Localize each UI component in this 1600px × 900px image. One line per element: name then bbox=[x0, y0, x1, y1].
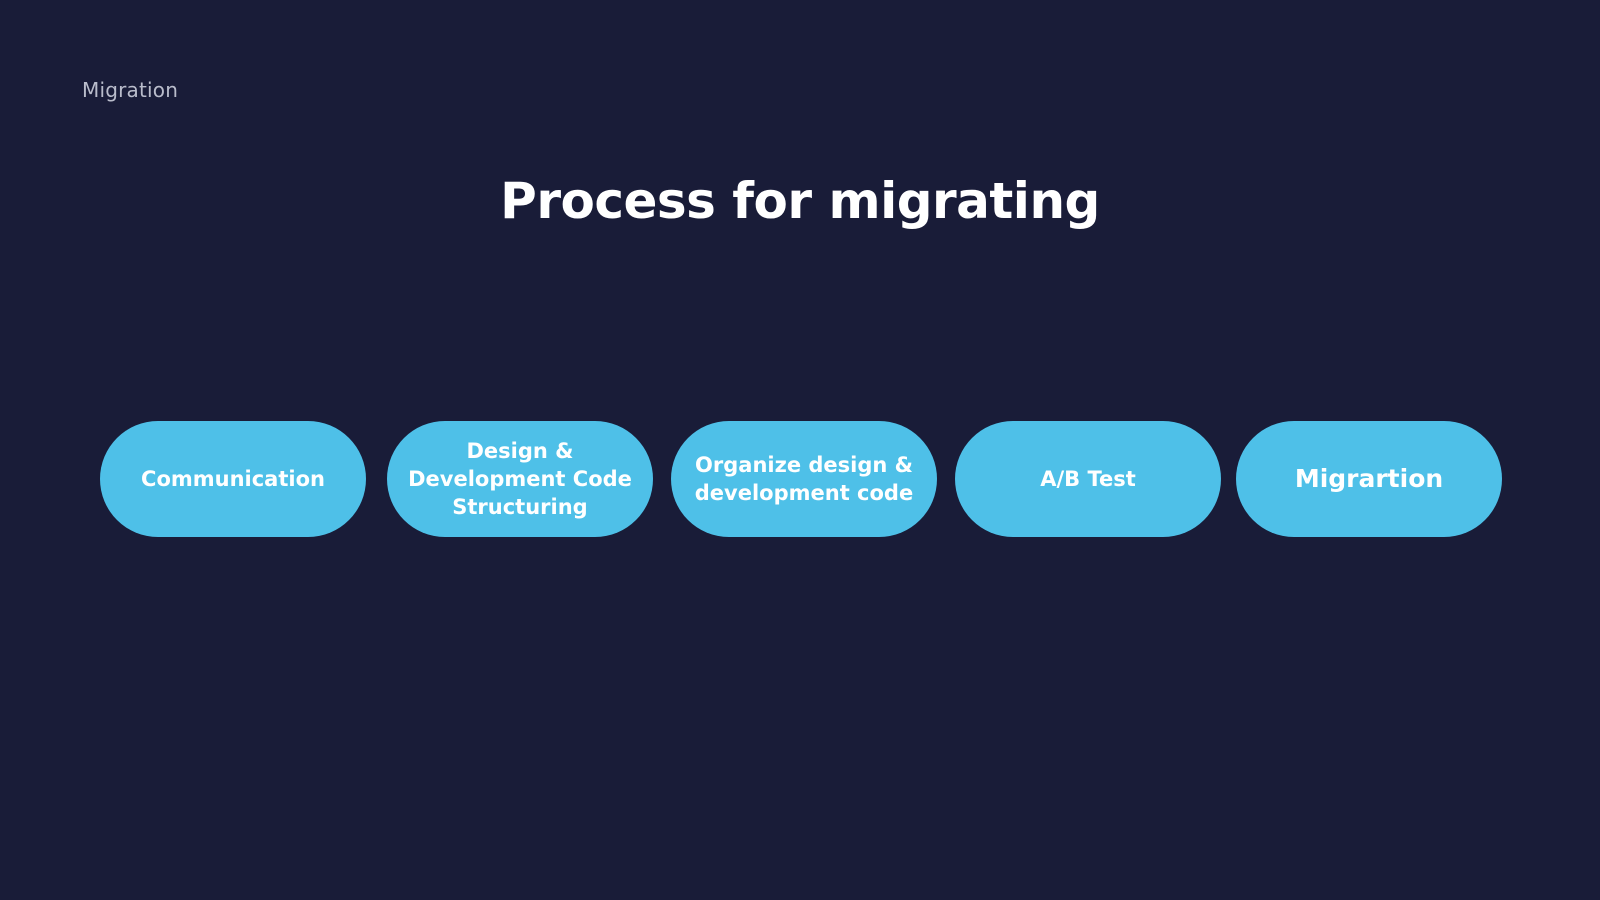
step-communication: Communication bbox=[100, 421, 366, 537]
step-label: A/B Test bbox=[1040, 467, 1136, 491]
section-label: Migration bbox=[82, 78, 179, 102]
slide-title: Process for migrating bbox=[500, 172, 1100, 230]
step-organize-design-development-code: Organize design & development code bbox=[671, 421, 937, 537]
step-label: Design & Development Code Structuring bbox=[408, 439, 632, 519]
process-steps: Communication Design & Development Code … bbox=[100, 421, 1502, 537]
step-ab-test: A/B Test bbox=[955, 421, 1221, 537]
step-label: Communication bbox=[141, 467, 325, 491]
step-migration: Migrartion bbox=[1236, 421, 1502, 537]
step-label: Organize design & development code bbox=[694, 453, 914, 505]
step-design-development-code-structuring: Design & Development Code Structuring bbox=[387, 421, 653, 537]
step-label: Migrartion bbox=[1294, 464, 1444, 493]
